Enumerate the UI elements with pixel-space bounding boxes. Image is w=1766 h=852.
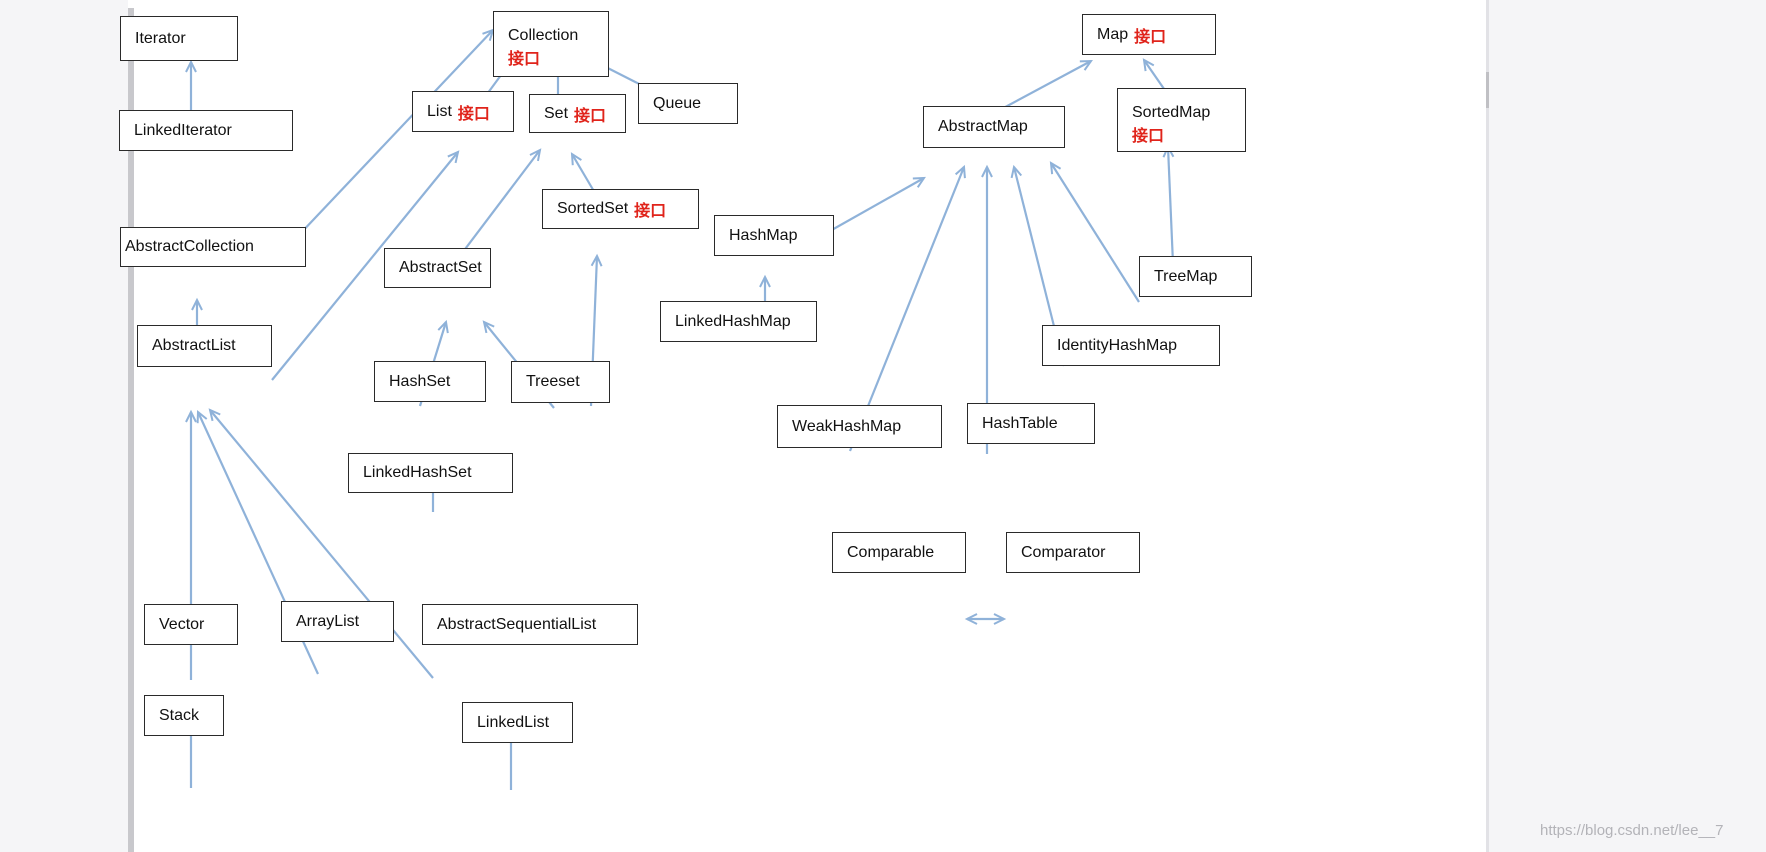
node-array-list-label: ArrayList <box>296 612 360 630</box>
node-list-label: List <box>427 102 452 120</box>
node-hash-table-label: HashTable <box>982 414 1058 432</box>
interface-tag: 接口 <box>508 51 541 68</box>
interface-tag: 接口 <box>1134 28 1167 46</box>
right-page-edge <box>1486 0 1489 852</box>
node-abstract-list-label: AbstractList <box>152 337 236 354</box>
node-queue-label: Queue <box>653 94 702 112</box>
node-hash-set: HashSet <box>374 361 486 402</box>
node-collection-label: Collection <box>508 27 579 44</box>
node-map-label: Map <box>1097 25 1129 43</box>
node-abstract-list: AbstractList <box>137 325 272 367</box>
node-sorted-set-label: SortedSet <box>557 200 629 217</box>
node-abstract-set: AbstractSet <box>384 248 491 288</box>
node-set-label: Set <box>544 104 569 122</box>
node-array-list: ArrayList <box>281 601 394 642</box>
node-linked-hash-map: LinkedHashMap <box>660 301 817 342</box>
interface-tag: 接口 <box>457 105 490 123</box>
node-map: Map 接口 <box>1082 14 1216 55</box>
node-iterator-label: Iterator <box>135 29 186 47</box>
node-linked-iterator-label: LinkedIterator <box>134 121 232 139</box>
node-hash-map-label: HashMap <box>729 226 798 244</box>
node-hash-set-label: HashSet <box>389 372 451 390</box>
node-abstract-sequential-list: AbstractSequentialList <box>422 604 638 645</box>
node-stack-label: Stack <box>159 706 200 724</box>
node-treeset-label: Treeset <box>526 373 580 390</box>
node-identity-hash-map-label: IdentityHashMap <box>1057 336 1178 354</box>
interface-tag: 接口 <box>1132 128 1165 145</box>
node-vector-label: Vector <box>159 615 205 633</box>
node-linked-list: LinkedList <box>462 702 573 743</box>
node-stack: Stack <box>144 695 224 736</box>
left-scroll-edge <box>128 8 134 852</box>
interface-tag: 接口 <box>574 107 607 125</box>
node-tree-map: TreeMap <box>1139 256 1252 297</box>
node-comparable-label: Comparable <box>847 543 935 561</box>
node-weak-hash-map: WeakHashMap <box>777 405 942 448</box>
node-hash-table: HashTable <box>967 403 1095 444</box>
watermark: https://blog.csdn.net/lee__7 <box>1540 822 1724 839</box>
node-weak-hash-map-label: WeakHashMap <box>792 417 902 435</box>
node-comparator-label: Comparator <box>1021 543 1106 561</box>
node-linked-hash-set-label: LinkedHashSet <box>363 464 472 481</box>
node-vector: Vector <box>144 604 238 645</box>
node-abstract-set-label: AbstractSet <box>399 259 482 276</box>
node-linked-hash-set: LinkedHashSet <box>348 453 513 493</box>
node-identity-hash-map: IdentityHashMap <box>1042 325 1220 366</box>
node-abstract-sequential-list-label: AbstractSequentialList <box>437 615 597 633</box>
node-linked-list-label: LinkedList <box>477 713 550 731</box>
scrollbar-thumb[interactable] <box>1486 72 1489 108</box>
node-collection: Collection 接口 <box>493 11 609 77</box>
node-comparator: Comparator <box>1006 532 1140 573</box>
node-set: Set 接口 <box>529 94 626 133</box>
node-tree-map-label: TreeMap <box>1154 267 1218 285</box>
node-comparable: Comparable <box>832 532 966 573</box>
node-abstract-collection-label: AbstractCollection <box>125 238 254 255</box>
node-list: List 接口 <box>412 91 514 132</box>
node-sorted-map: SortedMap 接口 <box>1117 88 1246 152</box>
node-iterator: Iterator <box>120 16 238 61</box>
node-hash-map: HashMap <box>714 215 834 256</box>
node-treeset: Treeset <box>511 361 610 403</box>
node-abstract-map-label: AbstractMap <box>938 118 1028 135</box>
node-linked-iterator: LinkedIterator <box>119 110 293 151</box>
node-sorted-set: SortedSet 接口 <box>542 189 699 229</box>
interface-tag: 接口 <box>634 203 667 220</box>
node-queue: Queue <box>638 83 738 124</box>
node-abstract-collection: AbstractCollection <box>120 227 306 267</box>
node-linked-hash-map-label: LinkedHashMap <box>675 312 791 330</box>
node-abstract-map: AbstractMap <box>923 106 1065 148</box>
node-sorted-map-label: SortedMap <box>1132 104 1211 121</box>
